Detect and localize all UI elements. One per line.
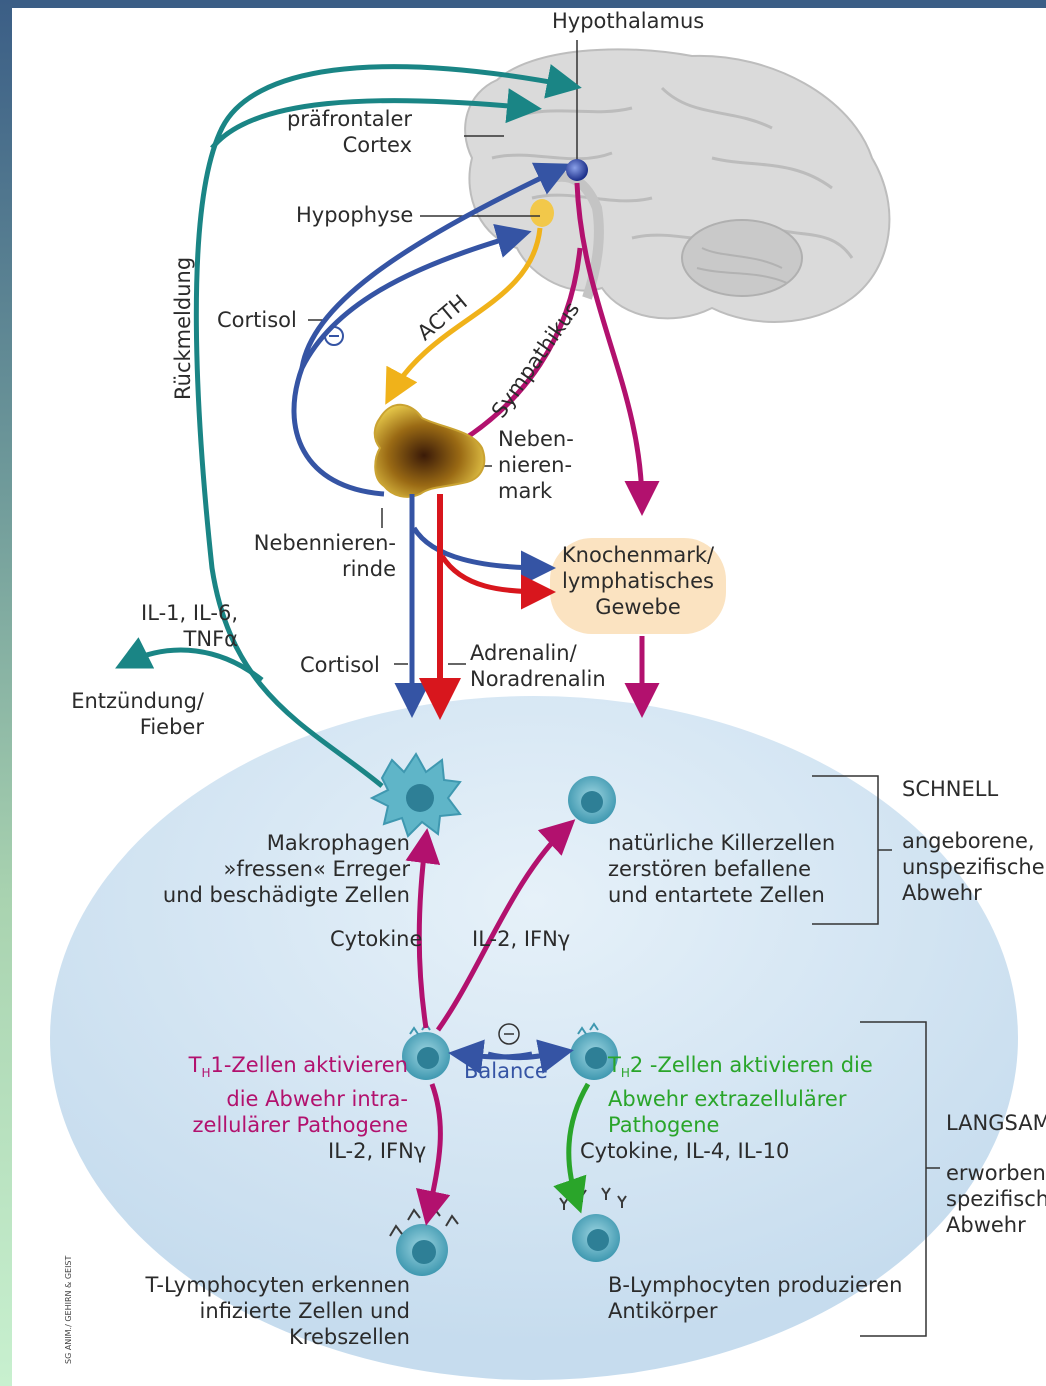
label-il-tnf: IL-1, IL-6, TNFα — [141, 601, 238, 651]
label-killerzellen: natürliche Killerzellen zerstören befall… — [608, 831, 836, 907]
feedback-arrow-cortex — [210, 88, 542, 150]
th1-cell — [402, 1022, 450, 1080]
label-schnell: SCHNELL — [902, 777, 999, 801]
immune-system-area — [50, 696, 1018, 1380]
label-makrophagen: Makrophagen »fressen« Erreger und beschä… — [162, 831, 410, 907]
sympathikus-to-marrow-arrow — [574, 182, 660, 516]
frame-left-border — [0, 0, 12, 1386]
label-angeboren: angeborene, unspezifische Abwehr — [902, 829, 1045, 905]
frame-top-border — [0, 0, 1046, 8]
label-il2-ifn-bottom: IL-2, IFNγ — [328, 1139, 427, 1163]
balance-arrow-right — [487, 1039, 574, 1074]
th2-cell — [570, 1022, 618, 1080]
adrenalin-to-marrow-arrow — [439, 554, 556, 610]
th2-to-b-lymphocyte-arrow — [553, 1082, 591, 1214]
label-t-lymphocyten: T-Lymphocyten erkennen infizierte Zellen… — [145, 1273, 410, 1349]
label-knochenmark: Knochenmark/ lymphatisches Gewebe — [561, 543, 715, 619]
label-cortisol-top: Cortisol — [217, 308, 297, 332]
cortisol-feedback-arrow-2 — [299, 162, 572, 369]
macrophage-cell — [369, 752, 462, 838]
t-lymphocyte-cell — [389, 1206, 459, 1276]
label-cortisol-mid: Cortisol — [300, 653, 380, 677]
th1-to-t-lymphocyte-arrow — [415, 1083, 451, 1226]
label-adrenalin: Adrenalin/ Noradrenalin — [470, 641, 606, 691]
label-erworben: erworbene, spezifische Abwehr — [946, 1161, 1046, 1237]
label-balance: Balance — [464, 1059, 548, 1083]
label-rueckmeldung: Rückmeldung — [171, 256, 195, 400]
label-b-lymphocyten: B-Lymphocyten produzieren Antikörper — [608, 1273, 903, 1323]
label-cytokine: Cytokine — [330, 927, 423, 951]
label-hypophyse: Hypophyse — [296, 203, 414, 227]
brain-illustration — [464, 48, 891, 323]
adrenal-gland — [373, 403, 486, 498]
label-il2-ifn-top: IL-2, IFNγ — [472, 927, 571, 951]
hypothalamus-node — [566, 159, 588, 181]
label-entzuendung: Entzündung/ Fieber — [71, 689, 204, 739]
label-th2: TH2 -Zellen aktivieren die Abwehr extraz… — [608, 1053, 873, 1138]
label-nebennierenmark: Neben- nieren- mark — [498, 427, 574, 503]
nk-cell — [568, 776, 616, 824]
cortisol-to-marrow-arrow — [411, 526, 556, 586]
label-th1: TH1-Zellen aktivieren die Abwehr intra- … — [188, 1053, 408, 1138]
diagram-graphics — [50, 40, 1018, 1380]
label-prefrontal-cortex: präfrontaler Cortex — [286, 107, 412, 157]
knochenmark-box — [550, 538, 726, 634]
leader-lines — [308, 40, 940, 1337]
diagram-canvas: Hypothalamus präfrontaler Cortex Hypophy… — [12, 8, 1046, 1386]
il2-to-nk-arrow — [435, 819, 576, 1032]
cytokine-to-macrophage-arrow — [405, 828, 441, 1029]
label-cytokine-il: Cytokine, IL-4, IL-10 — [580, 1139, 790, 1163]
acth-arrow — [385, 227, 543, 405]
inflammation-arrow — [115, 637, 264, 682]
label-langsam: LANGSAM — [946, 1111, 1046, 1135]
label-nebennierenrinde: Nebennieren- rinde — [253, 531, 396, 581]
image-credit: SG ANIM./ GEHIRN & GEIST — [64, 1255, 73, 1364]
rueckmeldung-arrow — [193, 64, 582, 788]
label-hypothalamus: Hypothalamus — [552, 9, 705, 33]
